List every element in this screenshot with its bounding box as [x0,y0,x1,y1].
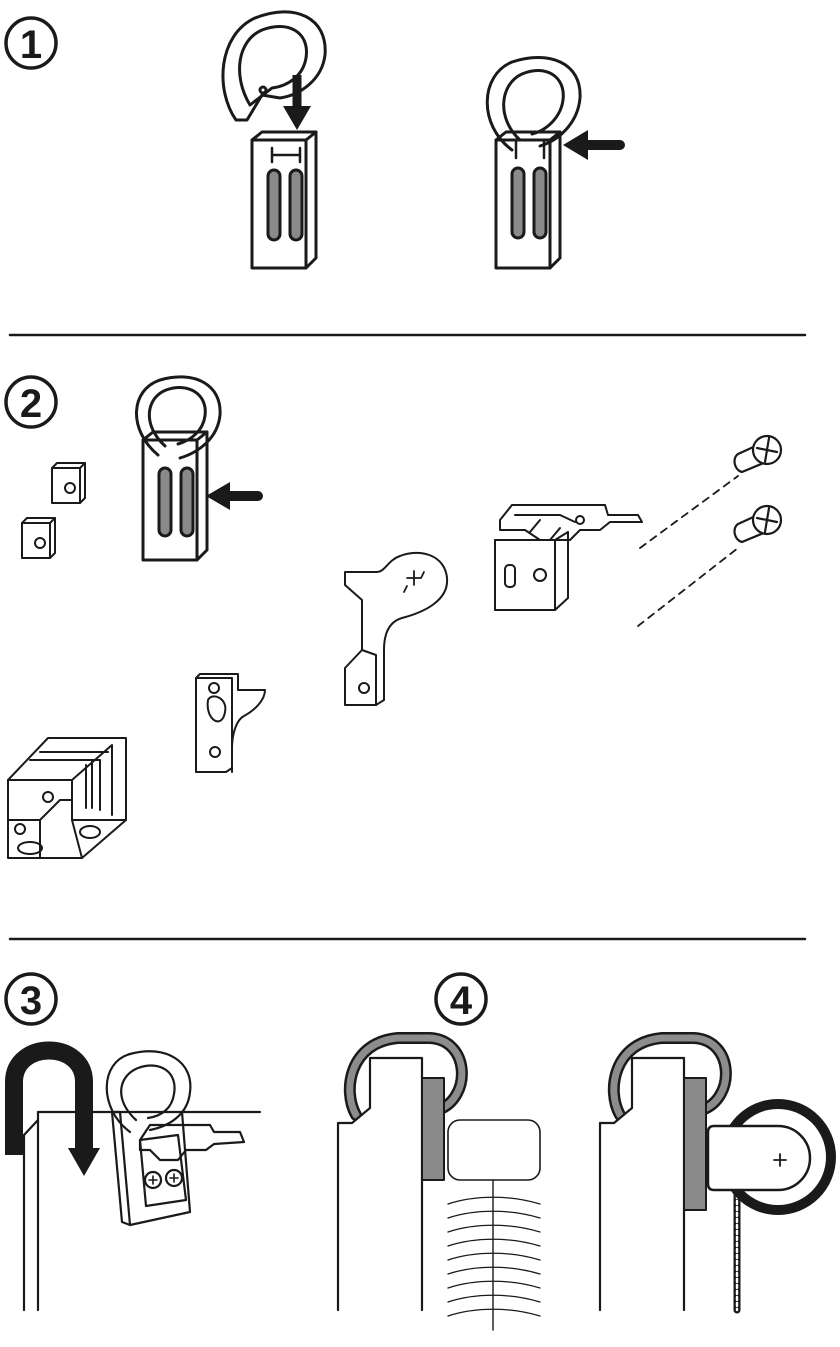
rail-with-roller [598,1032,836,1314]
rail-with-fabric-tape [336,1032,541,1331]
hanger-bracket-right [494,130,562,270]
step-4-number: 4 [450,979,473,1023]
step-3-number: 3 [20,979,42,1023]
clip-on-rail [105,1050,246,1227]
wall-bracket-small [195,673,266,773]
step-3-panel: 3 [4,972,262,1312]
step-2-number: 2 [20,382,42,426]
fabric-folds [447,1196,541,1317]
square-nut-1 [51,462,86,504]
screw-icon [733,504,783,544]
step-2-panel: 2 [4,375,783,859]
step-3-badge: 3 [4,972,58,1026]
arrow-left-icon [206,482,263,510]
curtain-rail-profile [22,1110,262,1312]
plus-icon [773,1153,787,1167]
square-nut-2 [21,517,56,559]
u-turn-arrow-icon [5,1041,100,1176]
arrow-down-icon [283,75,311,130]
step-1-badge: 1 [4,16,58,70]
box-mounting-bracket [7,737,127,859]
loop-clip-attached [485,56,582,152]
roller-housing [706,1124,812,1192]
loop-clip-descending [221,10,327,122]
track-mounting-bracket [494,504,643,611]
arrow-left-icon [563,130,625,160]
screw-guide-line [637,547,739,627]
step-4-panel: 4 [336,972,836,1331]
screw-guide-line [639,475,739,549]
screw-icon [733,434,783,474]
step-1-number: 1 [20,23,42,67]
step-2-badge: 2 [4,375,58,429]
ceiling-bracket [344,551,449,706]
loop-hanger-clip [135,375,222,562]
step-4-badge: 4 [434,972,488,1026]
hanger-bracket-left [250,130,318,270]
step-1-panel: 1 [4,10,625,270]
